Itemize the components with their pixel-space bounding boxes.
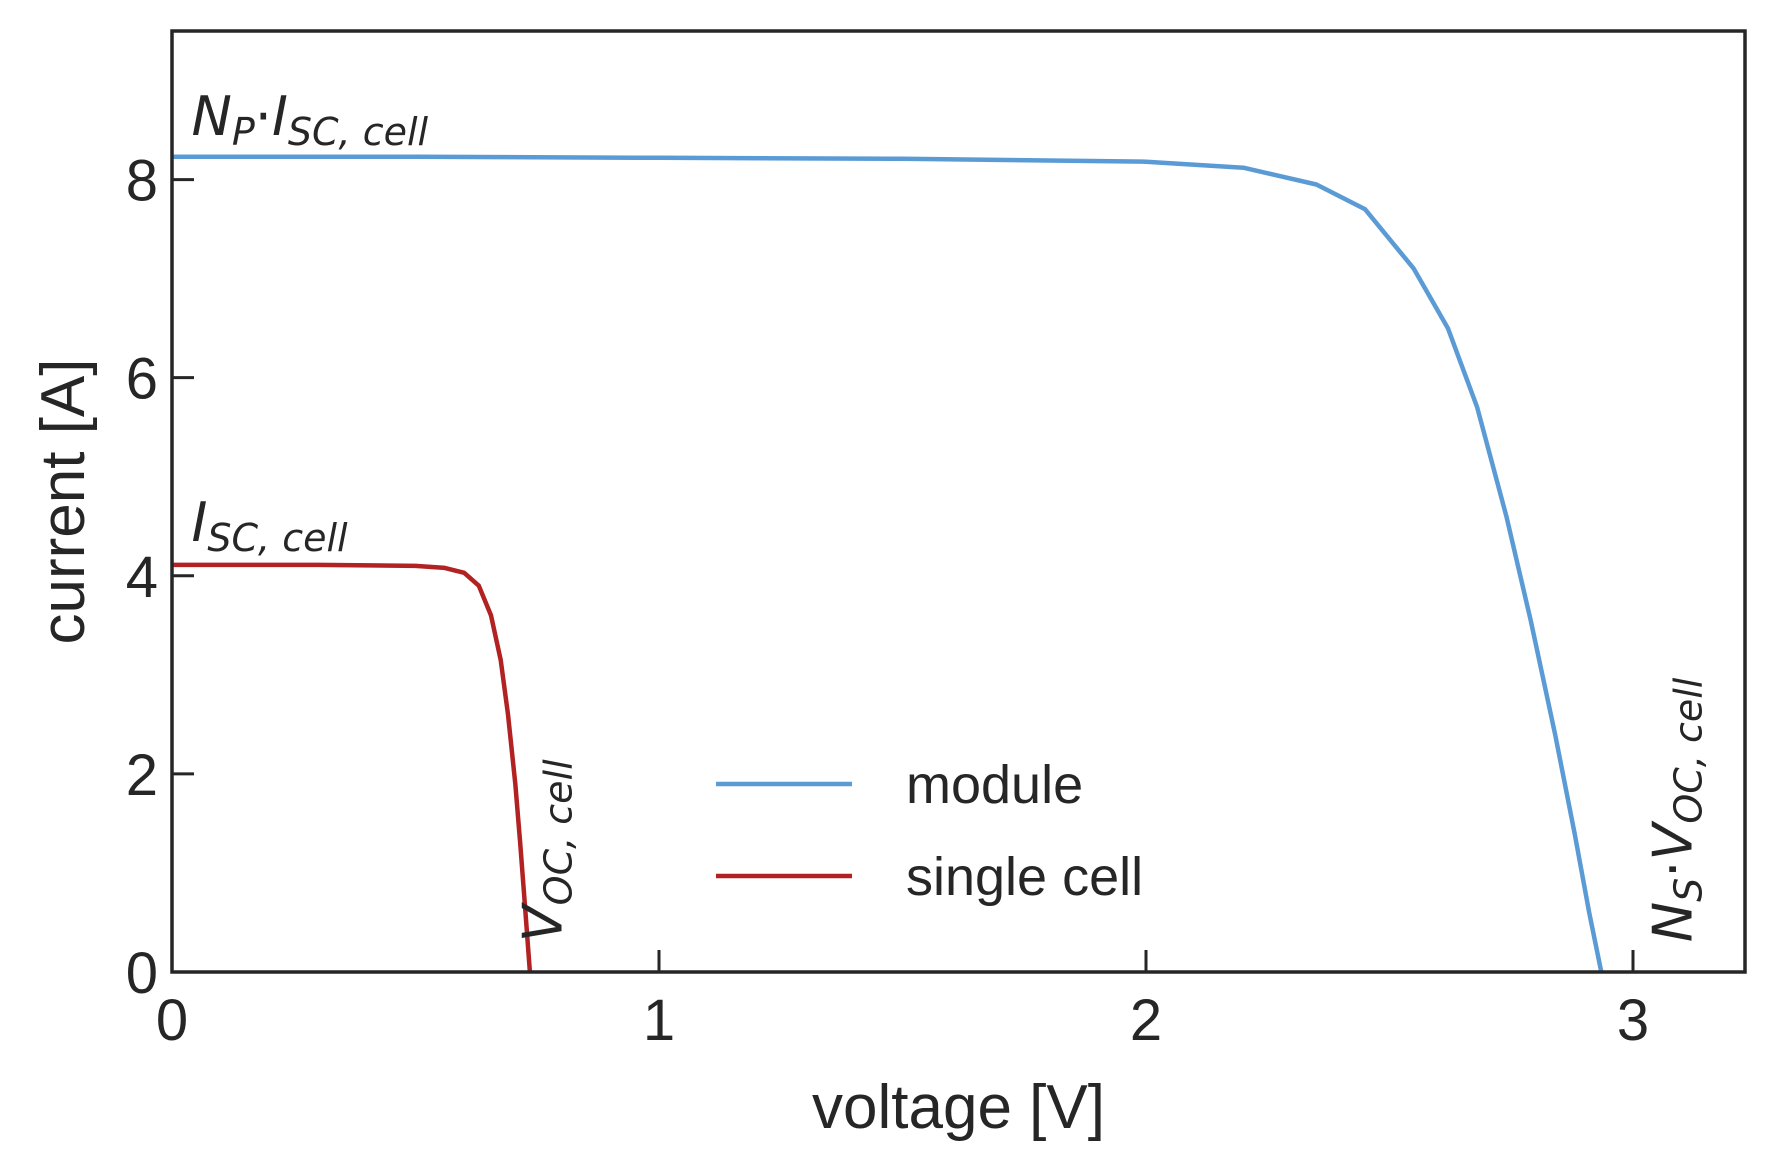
series-line-module (172, 154, 1604, 973)
x-tick-label: 2 (1130, 988, 1162, 1053)
ticks: 0 1 2 3 0 2 4 6 8 (126, 149, 1649, 1053)
series-line-single-cell (172, 562, 533, 973)
annotation-ns_voc: NS·VOC, cell (1641, 677, 1710, 942)
y-tick-label: 2 (126, 743, 158, 808)
legend-label-single-cell: single cell (906, 847, 1143, 907)
annotation-voc: VOC, cell (512, 759, 581, 942)
x-tick-label: 1 (643, 988, 675, 1053)
y-tick-label: 0 (126, 941, 158, 1006)
plot-frame (170, 29, 1747, 974)
x-tick-label: 3 (1617, 988, 1649, 1053)
y-tick-label: 8 (126, 149, 158, 214)
legend-label-module: module (906, 755, 1083, 815)
y-tick-label: 4 (126, 545, 158, 610)
plot-area (172, 154, 1604, 973)
y-tick-label: 6 (126, 347, 158, 412)
x-axis-label: voltage [V] (812, 1073, 1105, 1142)
annotation-isc: ISC, cell (191, 491, 348, 560)
legend: module single cell (716, 755, 1143, 907)
annotation-np_isc: NP·ISC, cell (191, 85, 428, 154)
x-tick-label: 0 (156, 988, 188, 1053)
y-axis-label: current [A] (29, 359, 98, 645)
